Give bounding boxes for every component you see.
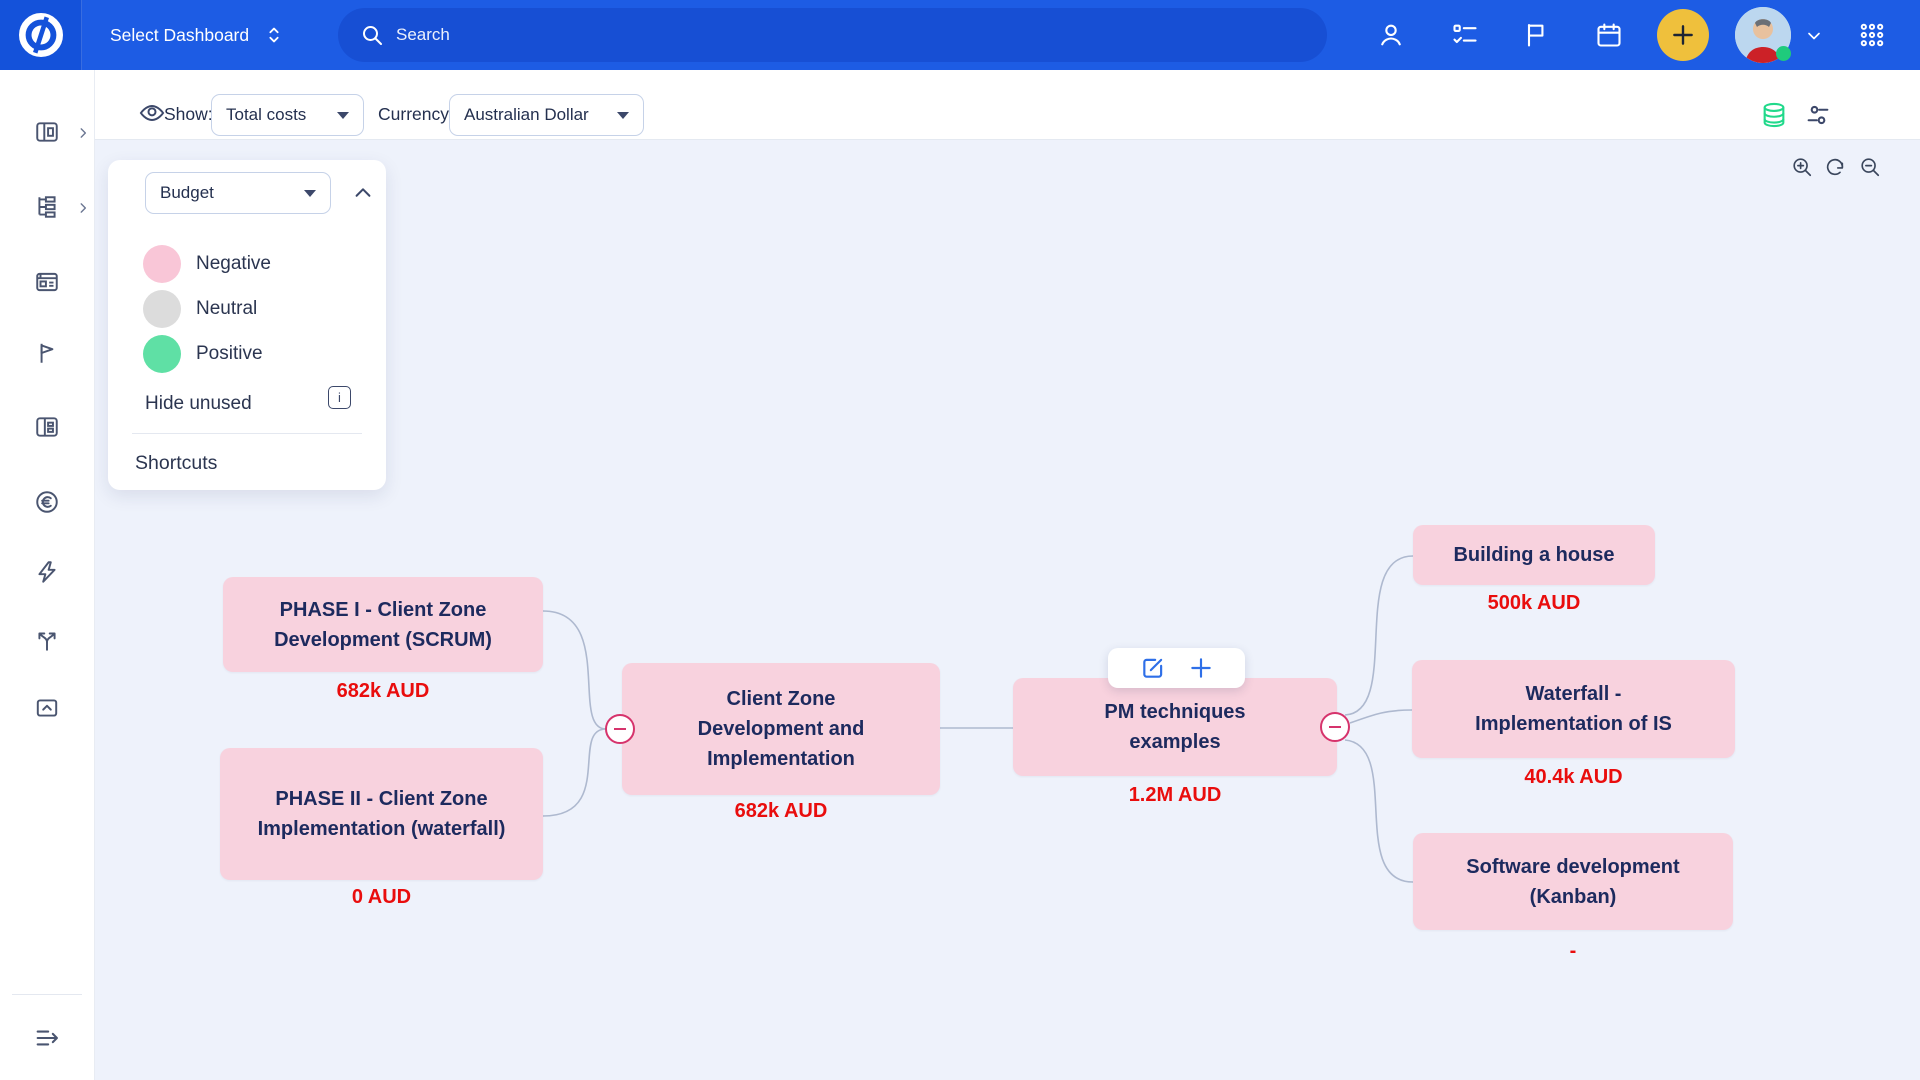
refresh-icon[interactable] — [1824, 156, 1846, 178]
zoom-out-icon[interactable] — [1859, 156, 1881, 178]
edit-icon[interactable] — [1140, 655, 1166, 681]
negative-swatch — [143, 245, 181, 283]
info-icon[interactable]: i — [328, 386, 351, 409]
node-title: Waterfall - Implementation of IS — [1464, 679, 1684, 739]
legend-type-select[interactable]: Budget — [145, 172, 331, 214]
connector-pm-waterfall — [1350, 710, 1412, 723]
chevron-up-icon[interactable] — [352, 182, 374, 204]
node-software-kanban-value: - — [1413, 940, 1733, 963]
apps-grid-icon[interactable] — [1858, 21, 1886, 49]
database-icon[interactable] — [1760, 101, 1788, 129]
node-title: PM techniques examples — [1073, 697, 1278, 757]
node-waterfall-is[interactable]: Waterfall - Implementation of IS — [1412, 660, 1735, 758]
zoom-in-icon[interactable] — [1791, 156, 1813, 178]
left-sidebar — [0, 70, 95, 1080]
node-phase2-value: 0 AUD — [220, 886, 543, 909]
node-phase1[interactable]: PHASE I - Client Zone Development (SCRUM… — [223, 577, 543, 672]
dashboards-icon[interactable] — [34, 119, 60, 145]
node-title: Software development (Kanban) — [1451, 852, 1696, 912]
node-hover-toolbar — [1108, 648, 1245, 688]
connector-pm-building — [1345, 556, 1413, 715]
shortcuts-link[interactable]: Shortcuts — [135, 452, 217, 475]
connector-pm-software — [1345, 740, 1413, 882]
online-status-dot — [1776, 46, 1791, 61]
show-label: Show: — [164, 104, 213, 125]
filter-sliders-icon[interactable] — [1804, 101, 1832, 129]
node-phase2[interactable]: PHASE II - Client Zone Implementation (w… — [220, 748, 543, 880]
modules-icon[interactable] — [34, 414, 60, 440]
tasks-icon[interactable] — [1451, 21, 1479, 49]
node-title: Client Zone Development and Implementati… — [679, 684, 884, 774]
add-button[interactable] — [1657, 9, 1709, 61]
projects-card-icon[interactable] — [34, 269, 60, 295]
collapse-node-button[interactable] — [1320, 712, 1350, 742]
caret-down-icon — [304, 190, 316, 197]
expand-sidebar-icon[interactable] — [33, 1024, 61, 1052]
app-logo[interactable] — [0, 0, 82, 70]
money-euro-icon[interactable] — [34, 489, 60, 515]
sidebar-divider — [12, 994, 82, 995]
show-select-value: Total costs — [226, 105, 306, 125]
updown-chevron-icon — [263, 24, 285, 46]
node-phase1-value: 682k AUD — [223, 680, 543, 703]
dashboard-selector-label: Select Dashboard — [110, 25, 249, 46]
node-client-zone[interactable]: Client Zone Development and Implementati… — [622, 663, 940, 795]
collapse-node-button[interactable] — [605, 714, 635, 744]
node-waterfall-is-value: 40.4k AUD — [1412, 766, 1735, 789]
connector-phase2-hub — [543, 729, 606, 816]
search-bar[interactable] — [338, 8, 1327, 62]
currency-select-value: Australian Dollar — [464, 105, 589, 125]
legend-item-positive: Positive — [143, 335, 263, 373]
profile-icon[interactable] — [1377, 21, 1405, 49]
node-software-kanban[interactable]: Software development (Kanban) — [1413, 833, 1733, 930]
milestones-flag-icon[interactable] — [34, 340, 60, 366]
neutral-label: Neutral — [196, 298, 257, 320]
legend-item-neutral: Neutral — [143, 290, 257, 328]
legend-panel: Budget Negative Neutral Positive Hide un… — [108, 160, 386, 490]
caret-down-icon — [617, 112, 629, 119]
top-bar: Select Dashboard — [0, 0, 1920, 70]
connector-phase1-hub — [543, 611, 606, 729]
search-icon — [360, 23, 384, 47]
neutral-swatch — [143, 290, 181, 328]
legend-divider — [132, 433, 362, 434]
add-plus-icon — [1670, 22, 1696, 48]
legend-item-negative: Negative — [143, 245, 271, 283]
wbs-tree-icon[interactable] — [34, 194, 60, 220]
eye-icon — [138, 99, 166, 127]
panel-up-icon[interactable] — [34, 695, 60, 721]
branch-split-icon[interactable] — [34, 627, 60, 653]
node-pm-techniques[interactable]: PM techniques examples — [1013, 678, 1337, 776]
show-select[interactable]: Total costs — [211, 94, 364, 136]
chevron-right-icon[interactable] — [76, 201, 90, 215]
node-client-zone-value: 682k AUD — [622, 800, 940, 823]
node-pm-techniques-value: 1.2M AUD — [1013, 784, 1337, 807]
node-title: PHASE II - Client Zone Implementation (w… — [257, 784, 507, 844]
hide-unused-toggle[interactable]: Hide unused — [145, 393, 252, 415]
positive-label: Positive — [196, 343, 263, 365]
add-child-icon[interactable] — [1188, 655, 1214, 681]
search-input[interactable] — [396, 25, 1256, 45]
node-building-house-value: 500k AUD — [1413, 592, 1655, 615]
negative-label: Negative — [196, 253, 271, 275]
currency-label: Currency: — [378, 104, 454, 125]
flag-icon[interactable] — [1522, 21, 1550, 49]
caret-down-icon — [337, 112, 349, 119]
dashboard-selector[interactable]: Select Dashboard — [110, 0, 285, 70]
sprints-lightning-icon[interactable] — [34, 559, 60, 585]
positive-swatch — [143, 335, 181, 373]
node-title: PHASE I - Client Zone Development (SCRUM… — [234, 595, 532, 655]
node-title: Building a house — [1453, 540, 1614, 570]
chevron-down-icon[interactable] — [1804, 26, 1824, 46]
legend-type-value: Budget — [160, 183, 214, 203]
calendar-icon[interactable] — [1595, 21, 1623, 49]
currency-select[interactable]: Australian Dollar — [449, 94, 644, 136]
node-building-house[interactable]: Building a house — [1413, 525, 1655, 585]
logo-icon — [18, 12, 64, 58]
chevron-right-icon[interactable] — [76, 126, 90, 140]
